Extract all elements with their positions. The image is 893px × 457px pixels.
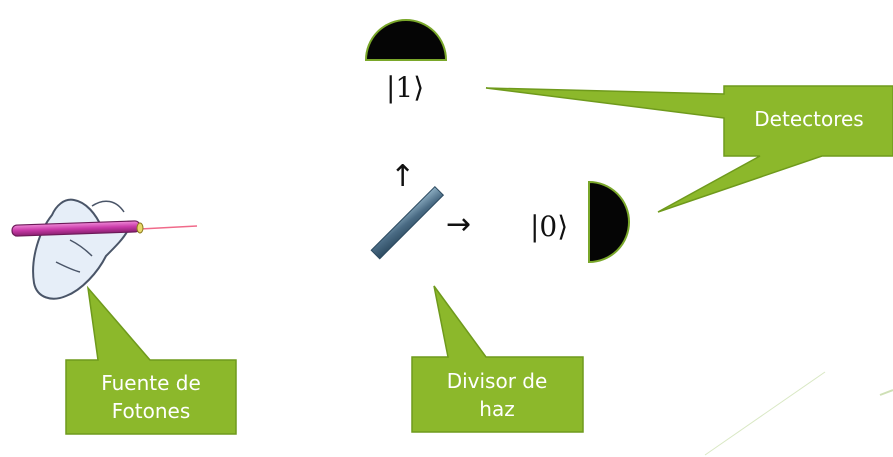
laser-beam (139, 225, 198, 230)
beam-splitter (370, 185, 445, 260)
arrow-up-glyph: ↑ (390, 159, 415, 194)
callout-photon-source-line2: Fotones (112, 399, 191, 423)
ket-zero-label: |0⟩ (530, 210, 568, 243)
callout-detectors: Detectores (485, 85, 893, 213)
callout-detectors-label: Detectores (754, 107, 863, 131)
arrow-right-glyph: → (446, 207, 471, 242)
callout-beam-splitter: Divisor de haz (411, 285, 584, 433)
detector-zero (588, 180, 630, 264)
photon-source-illustration (11, 198, 198, 300)
callout-beam-splitter-line2: haz (479, 397, 514, 421)
laser-pointer-icon (11, 220, 144, 237)
callout-photon-source-line1: Fuente de (101, 371, 201, 395)
glove-hand-icon (32, 198, 130, 300)
ket-one-label: |1⟩ (386, 71, 424, 104)
decorative-corner-lines (704, 371, 893, 456)
detector-one (364, 19, 448, 61)
callout-beam-splitter-line1: Divisor de (447, 369, 548, 393)
callout-photon-source: Fuente de Fotones (65, 285, 237, 435)
